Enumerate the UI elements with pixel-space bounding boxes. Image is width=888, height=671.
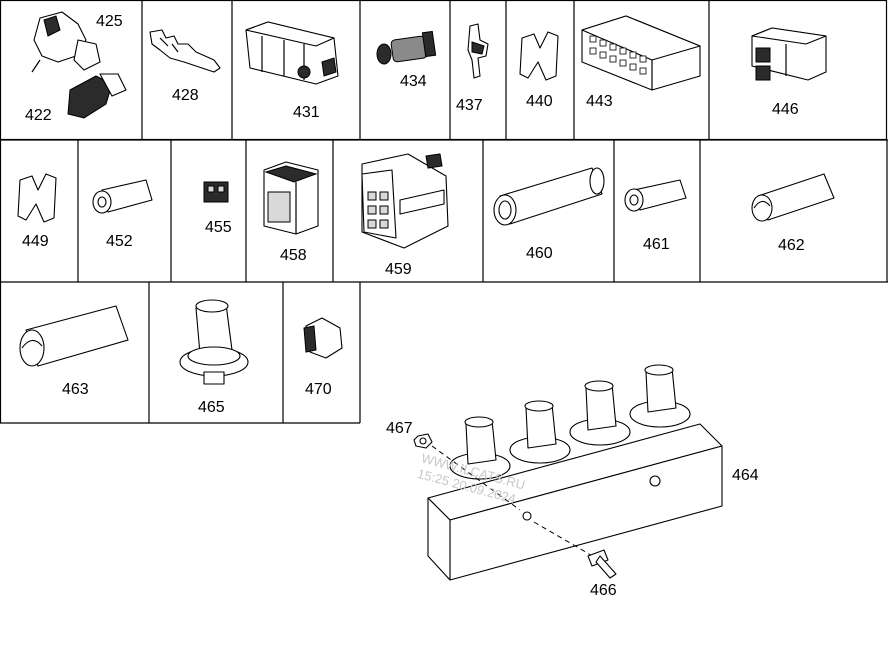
label-443: 443 — [586, 93, 613, 110]
part-465-sensor[interactable] — [179, 299, 249, 385]
part-437-terminal[interactable] — [467, 23, 489, 79]
label-434: 434 — [400, 73, 427, 90]
part-452-seal[interactable] — [92, 179, 153, 214]
label-465: 465 — [198, 399, 225, 416]
part-470-clip[interactable] — [303, 317, 343, 359]
part-458-connector[interactable] — [263, 161, 319, 235]
part-455-module[interactable] — [203, 181, 229, 203]
label-452: 452 — [106, 233, 133, 250]
part-422-425-connector-housing[interactable] — [31, 11, 127, 119]
part-431-housing[interactable] — [245, 21, 339, 85]
label-464: 464 — [732, 467, 759, 484]
grid-lines — [0, 0, 888, 424]
part-443-connector-block[interactable] — [581, 15, 701, 91]
label-470: 470 — [305, 381, 332, 398]
label-422: 422 — [25, 107, 52, 124]
label-463: 463 — [62, 381, 89, 398]
label-467: 467 — [386, 420, 413, 437]
part-434-plug[interactable] — [376, 30, 437, 65]
label-462: 462 — [778, 237, 805, 254]
part-467-nut[interactable] — [413, 433, 521, 511]
label-431: 431 — [293, 104, 320, 121]
part-462-sleeve[interactable] — [751, 173, 835, 222]
label-446: 446 — [772, 101, 799, 118]
label-428: 428 — [172, 87, 199, 104]
label-459: 459 — [385, 261, 412, 278]
label-460: 460 — [526, 245, 553, 262]
part-461-seal[interactable] — [624, 179, 687, 212]
label-461: 461 — [643, 236, 670, 253]
label-440: 440 — [526, 93, 553, 110]
part-449-clip[interactable] — [17, 173, 57, 223]
label-425: 425 — [96, 13, 123, 30]
label-449: 449 — [22, 233, 49, 250]
part-459-connector[interactable] — [361, 153, 449, 249]
label-466: 466 — [590, 582, 617, 599]
label-455: 455 — [205, 219, 232, 236]
part-460-sleeve[interactable] — [493, 167, 605, 226]
part-463-sleeve[interactable] — [19, 305, 129, 367]
part-466-bolt[interactable] — [533, 521, 617, 579]
part-428-terminal[interactable] — [149, 29, 221, 73]
label-437: 437 — [456, 97, 483, 114]
part-440-clip[interactable] — [519, 31, 559, 81]
label-458: 458 — [280, 247, 307, 264]
part-446-connector[interactable] — [751, 27, 827, 81]
